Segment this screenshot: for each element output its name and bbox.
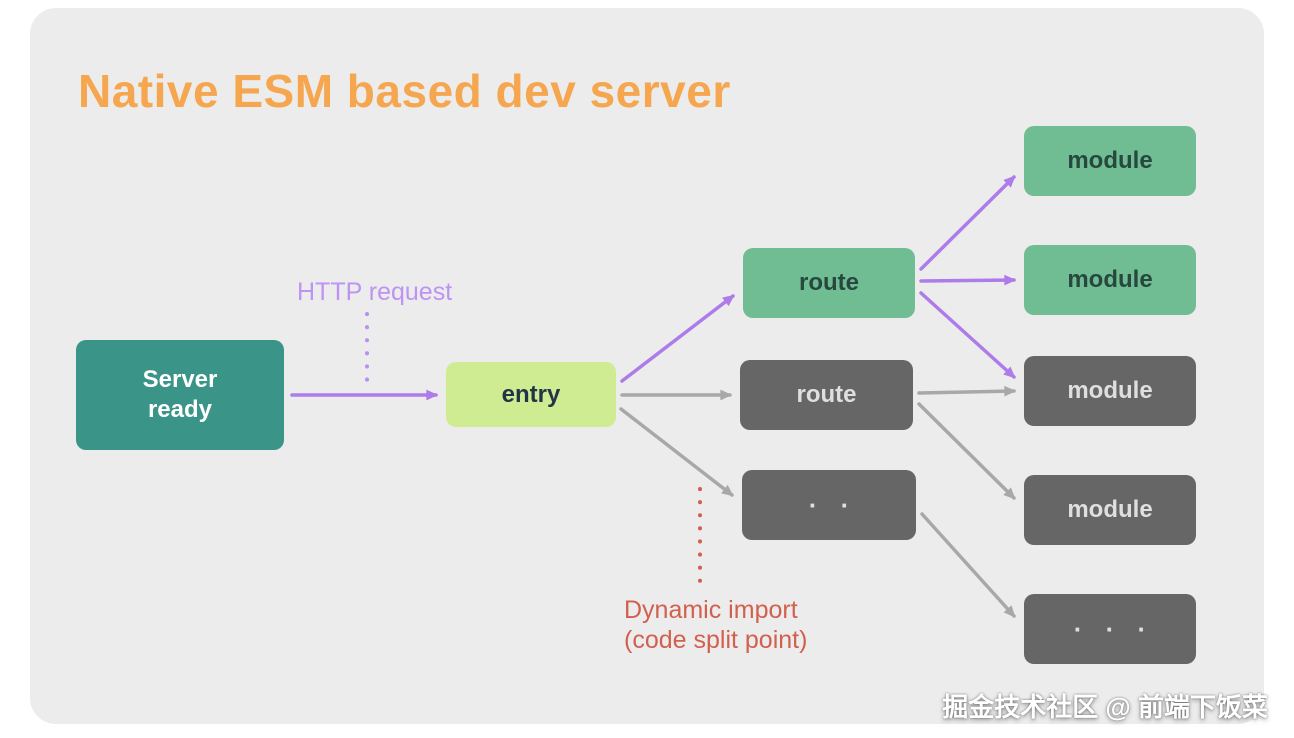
edge-route-green-to-module3: [919, 291, 1016, 379]
edge-dots-to-dots-end: [920, 512, 1016, 618]
diagram-title: Native ESM based dev server: [78, 65, 731, 117]
node-module-3: module: [1024, 356, 1196, 426]
node-module-1: module: [1024, 126, 1196, 196]
dynamic-import-label: Dynamic import (code split point): [624, 596, 807, 655]
node-module-2: module: [1024, 245, 1196, 315]
node-entry: entry: [446, 362, 616, 427]
dynamic-import-line2: (code split point): [624, 625, 808, 654]
node-module-4: module: [1024, 475, 1196, 545]
http-request-label: HTTP request: [297, 278, 453, 306]
node-route-green: route: [743, 248, 915, 318]
edge-route-green-to-module1: [919, 175, 1016, 271]
edge-entry-to-dots: [619, 407, 734, 497]
dynamic-import-line1: Dynamic import: [624, 596, 798, 624]
edge-route-green-to-module2: [919, 274, 1017, 286]
node-dots-mid: · ·: [742, 470, 916, 540]
watermark: 掘金技术社区 @ 前端下饭菜: [942, 692, 1268, 722]
edge-route-gray-to-module4: [917, 402, 1016, 500]
node-route-gray: route: [740, 360, 913, 430]
edge-entry-to-route-green: [620, 294, 735, 383]
node-dots-end: · · ·: [1024, 594, 1196, 664]
edge-route-gray-to-module3: [917, 385, 1017, 397]
node-server-ready: Server ready: [76, 340, 284, 450]
